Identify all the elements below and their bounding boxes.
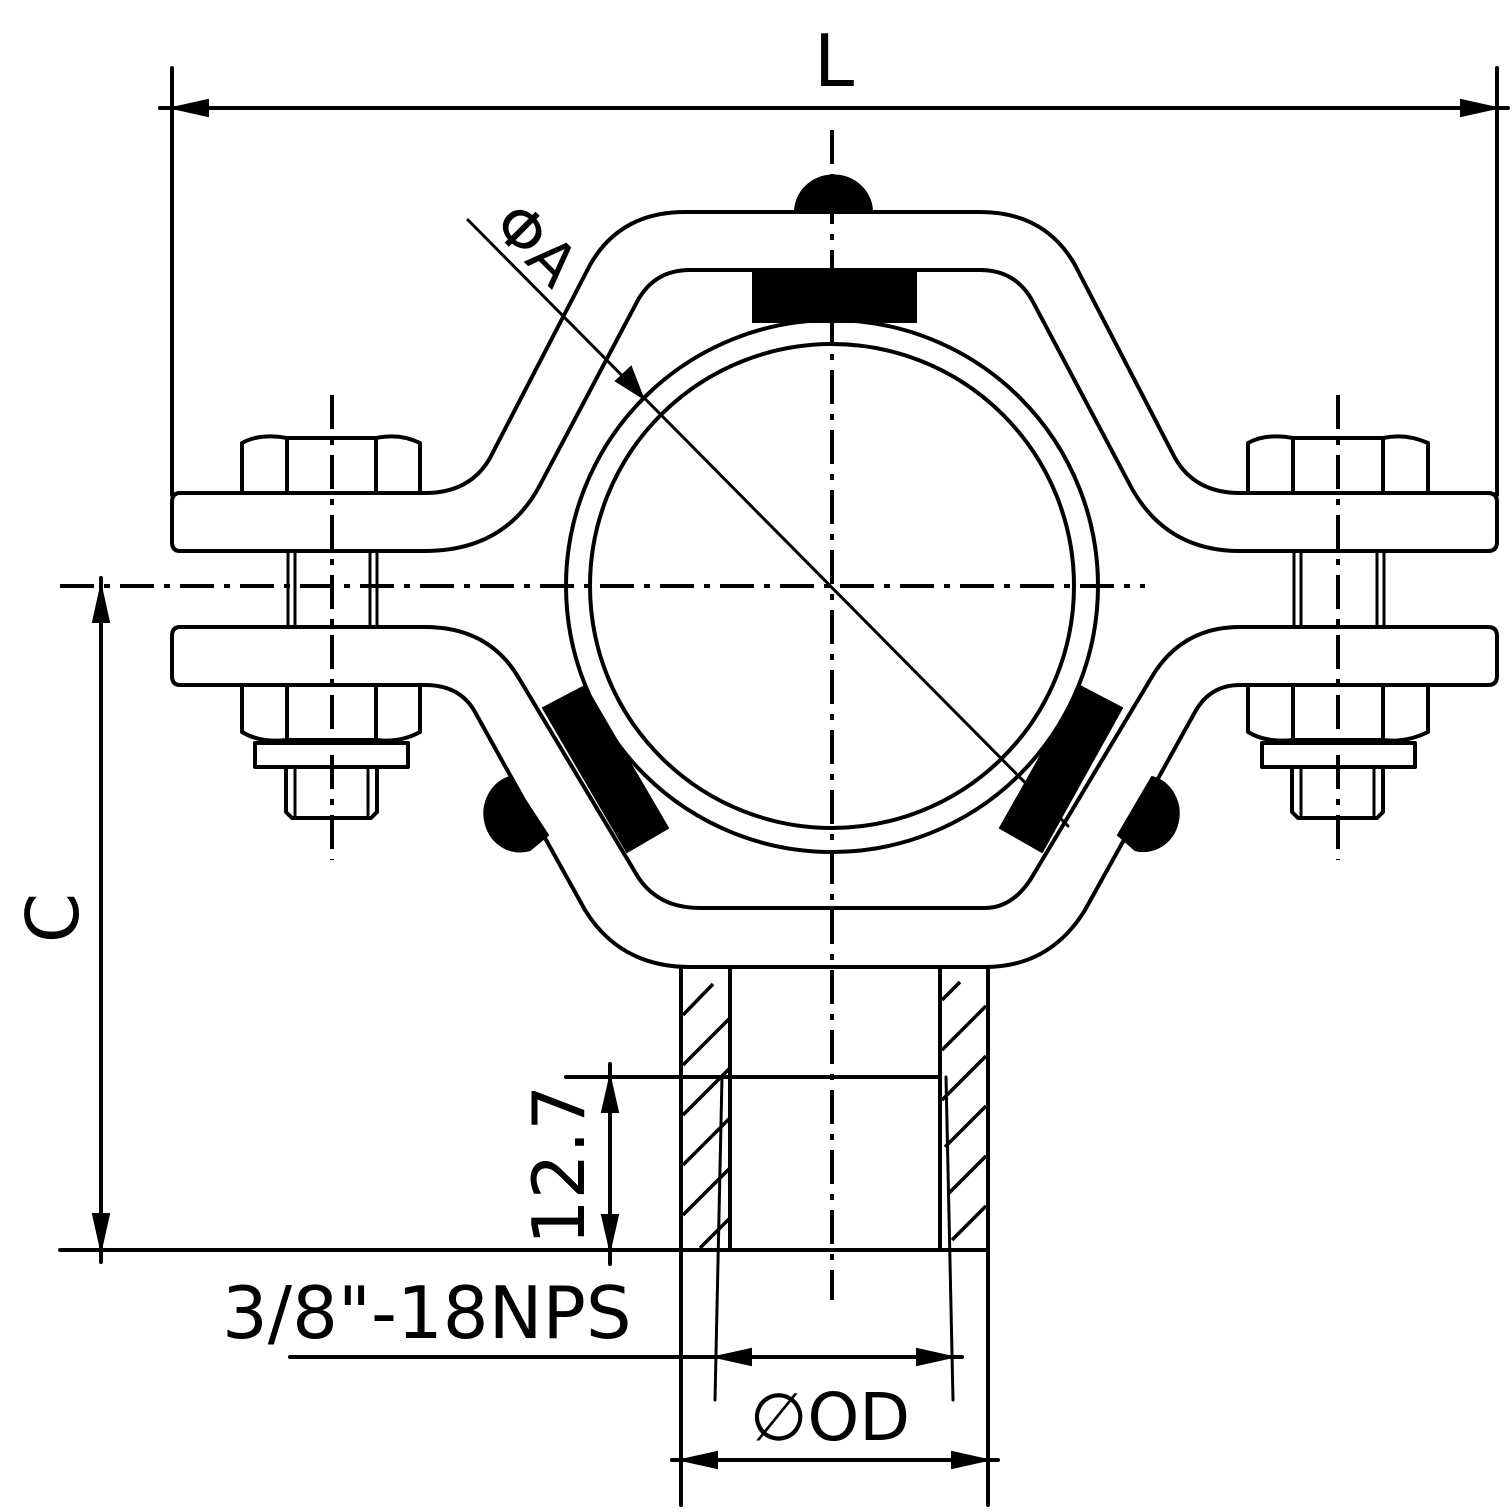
- dimension-label-L: L: [814, 19, 854, 103]
- arrowhead-bottom: [91, 1213, 111, 1251]
- rubber-liners: [541, 271, 1124, 854]
- left-bolt-nut-assembly: [240, 434, 422, 820]
- welds: [483, 174, 1180, 853]
- arrowhead-left: [171, 98, 209, 118]
- arrowhead-right: [916, 1347, 954, 1367]
- arrowhead-top: [91, 585, 111, 623]
- weld-top: [793, 174, 874, 213]
- arrowhead-top: [600, 1076, 620, 1113]
- rubber-liner-top: [752, 271, 917, 323]
- dimension-label-12-7: 12.7: [517, 1085, 601, 1245]
- arrowhead-left: [680, 1450, 718, 1470]
- dimension-label-C: C: [11, 893, 95, 943]
- hatch-left: [681, 982, 732, 1250]
- thread-spec-callout: 3/8"-18NPS: [222, 1271, 964, 1367]
- rubber-liner-right: [998, 684, 1124, 854]
- thread-spec-label: 3/8"-18NPS: [222, 1271, 632, 1355]
- dimension-OD: ∅OD: [670, 1379, 1000, 1470]
- rubber-liner-left: [541, 684, 670, 854]
- upper-clamp-band: [170, 210, 1499, 553]
- weld-left: [483, 775, 550, 853]
- dimension-label-phiA: ΦA: [479, 189, 591, 301]
- right-bolt-nut-assembly: [1246, 434, 1430, 820]
- threaded-stem-section: [58, 965, 990, 1507]
- arrowhead-left: [714, 1347, 752, 1367]
- lower-clamp-band: [170, 625, 1499, 969]
- hatch-right: [940, 980, 988, 1242]
- arrowhead-right: [951, 1450, 989, 1470]
- dimension-thread-depth: 12.7: [517, 1062, 620, 1266]
- arrowhead-phiA: [614, 365, 646, 401]
- dimension-L: L: [158, 19, 1510, 497]
- arrowhead-bottom: [600, 1214, 620, 1251]
- dimension-label-OD: ∅OD: [750, 1379, 910, 1456]
- arrowhead-right: [1460, 98, 1498, 118]
- center-lines: [60, 130, 1340, 1300]
- dimension-C: C: [11, 576, 111, 1264]
- weld-right: [1116, 775, 1180, 853]
